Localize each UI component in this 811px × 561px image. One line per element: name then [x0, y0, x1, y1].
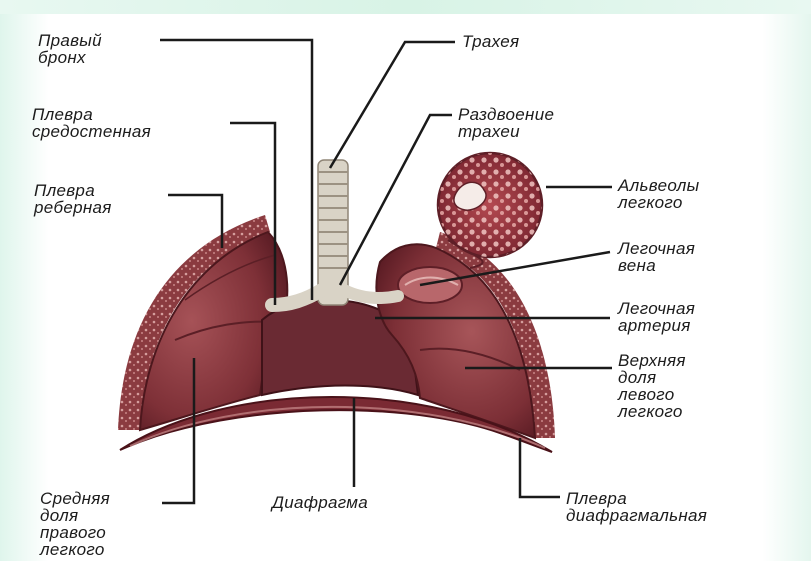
label-trachea: Трахея [462, 33, 519, 50]
pulmonary-vessels [398, 267, 462, 303]
leader-trachea [330, 42, 455, 168]
label-diaphragm: Диафрагма [272, 494, 368, 511]
